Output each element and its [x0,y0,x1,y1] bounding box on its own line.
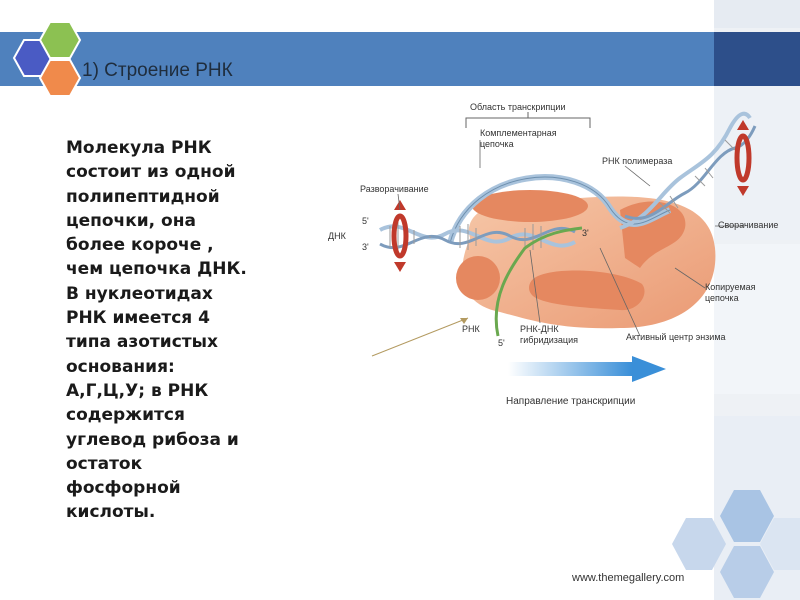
label-unwinding: Разворачивание [360,184,429,194]
transcription-diagram: Область транскрипции Комплементарная цеп… [320,98,790,428]
label-complementary-chain-line: Комплементарная [480,128,557,138]
label-active-center: Активный центр энзима [626,332,726,342]
body-line: В нуклеотидах [66,283,213,304]
label-five-prime-rna: 5' [498,338,505,348]
dna-helix-left [379,222,576,252]
label-direction: Направление транскрипции [506,396,635,407]
body-line: состоит из одной [66,162,236,183]
label-dna: ДНК [328,231,347,241]
direction-arrow-icon [508,356,666,382]
dna-arch-outline [449,176,671,244]
label-three-prime-top: 3' [362,242,369,252]
label-rna: РНК [462,324,481,334]
body-line: более короче , [66,235,214,256]
body-line: полипептидной [66,186,220,207]
unwinding-arrow-icon [391,200,409,272]
decor-cell [714,90,800,240]
body-line: цепочки, она [66,210,196,231]
label-rna-polymerase: РНК полимераза [602,156,672,166]
enzyme-lobe [472,190,588,222]
body-line: основания: [66,356,175,377]
decor-cell [714,244,800,394]
decor-cell [714,0,800,28]
body-line: фосфорной [66,478,181,499]
title-bar [0,32,714,86]
body-line: содержится [66,405,185,426]
label-complementary-chain-line: цепочка [480,139,514,149]
label-transcription-area: Область транскрипции [470,102,565,112]
body-line: РНК имеется 4 [66,308,210,329]
slide-title: 1) Строение РНК [82,60,233,81]
transcription-illustration: Область транскрипции Комплементарная цеп… [328,102,778,407]
label-rewinding: Сворачивание [718,220,778,230]
hexagon-logo-icon [12,21,82,97]
title-bar-accent [714,32,800,86]
rewinding-arrow-icon [734,120,752,196]
label-three-prime-rna: 3' [582,228,589,238]
body-paragraph: Молекула РНК состоит из одной полипептид… [66,136,316,525]
label-rna-dna-hybrid-line: гибридизация [520,335,578,345]
label-template-chain-line: Копируемая [705,282,756,292]
transcription-area-bracket [465,117,591,128]
footer-url: www.themegallery.com [572,572,685,584]
body-line: А,Г,Ц,У; в РНК [66,380,209,401]
body-line: типа азотистых [66,332,218,353]
label-five-prime-top: 5' [362,216,369,226]
hexagon-decoration-icon [672,490,800,598]
label-rna-dna-hybrid-line: РНК-ДНК [520,324,559,334]
body-line: Молекула РНК [66,138,212,158]
label-template-chain: Копируемая цепочка [705,282,758,303]
enzyme-lobe [456,256,500,300]
leader-lines [397,140,745,337]
rna-strand [494,226,583,337]
body-line: кислоты. [66,502,156,523]
body-line: остаток [66,453,143,474]
enzyme-lobe [529,270,645,311]
label-complementary-chain: Комплементарная цепочка [480,128,559,149]
body-line: углевод рибоза и [66,429,239,450]
label-rna-dna-hybrid: РНК-ДНК гибридизация [520,324,578,345]
label-template-chain-line: цепочка [705,293,739,303]
body-line: чем цепочка ДНК. [66,259,247,280]
